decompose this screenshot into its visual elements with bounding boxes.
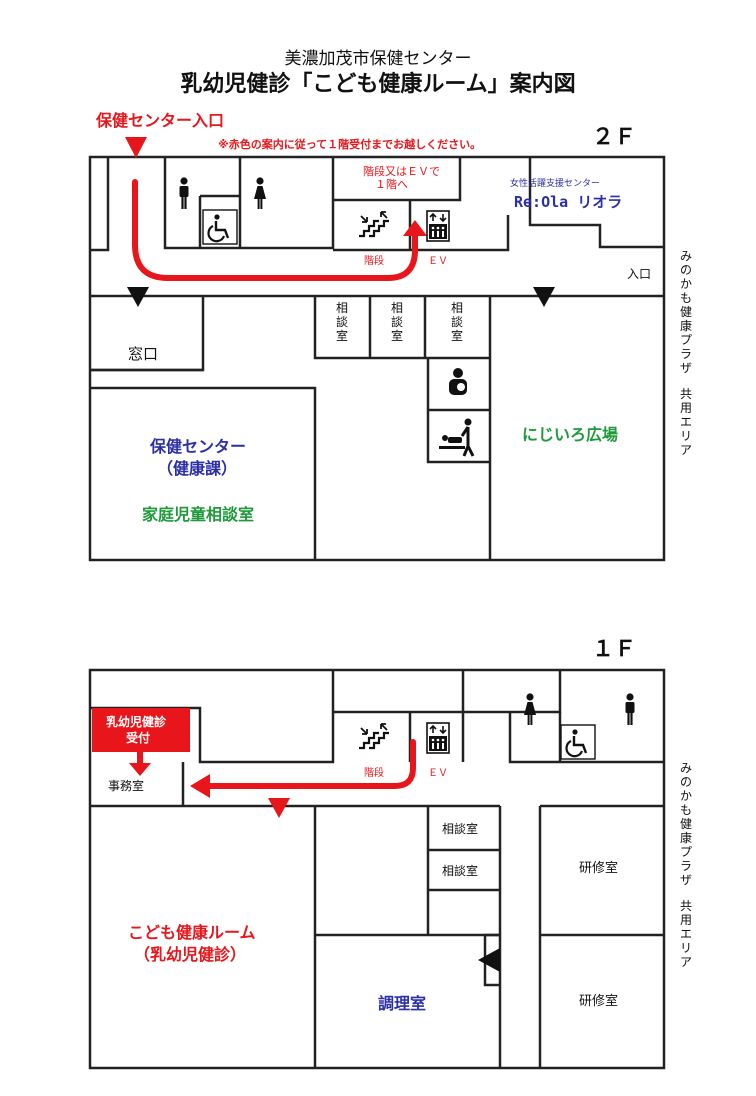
stairs-icon — [357, 210, 391, 238]
mens-toilet-icon-1f — [625, 693, 635, 725]
womens-center-label: 女性活躍支援センター — [510, 177, 600, 189]
consult-room-1f-b: 相談室 — [442, 863, 478, 878]
side-label-2f: みのかも健康プラザ共用エリア — [680, 249, 692, 457]
stairs-label-1f: 階段 — [364, 766, 384, 779]
accessible-toilet-icon — [201, 208, 239, 246]
floor-label-2f: ２Ｆ — [592, 125, 636, 150]
family-consult-label: 家庭児童相談室 — [142, 505, 254, 524]
svg-text:みのかも健康プラザ共用エリア: みのかも健康プラザ共用エリア — [680, 761, 692, 969]
svg-text:相談室: 相談室 — [336, 301, 348, 343]
side-label-1f: みのかも健康プラザ共用エリア — [680, 761, 692, 969]
svg-text:相談室: 相談室 — [391, 301, 403, 343]
consult-room-1f-a: 相談室 — [442, 821, 478, 836]
riora-label: Re:Ola リオラ — [514, 193, 622, 211]
floor-label-1f: １Ｆ — [592, 637, 636, 662]
kids-room-sub-label: （乳幼児健診） — [134, 945, 246, 964]
entrance-label: 保健センター入口 — [95, 111, 224, 130]
floor-2-plan — [88, 155, 666, 562]
window-label: 窓口 — [128, 345, 158, 363]
consult-rooms-2f: 相談室 相談室 相談室 — [336, 301, 463, 343]
elevator-icon — [426, 210, 450, 242]
training-room-a: 研修室 — [579, 860, 618, 876]
office-label: 事務室 — [108, 778, 144, 793]
elevator-icon-1f — [426, 722, 450, 754]
stairs-ev-note: 階段又はＥＶで１階へ — [363, 164, 440, 191]
reception-label: 乳幼児健診受付 — [106, 714, 167, 745]
route-2f — [125, 137, 427, 281]
health-division-label: （健康課） — [157, 459, 237, 478]
kids-room-label: こども健康ルーム — [128, 923, 256, 942]
rainbow-plaza-label: にじいろ広場 — [522, 425, 618, 444]
womens-toilet-icon — [254, 177, 266, 209]
svg-text:みのかも健康プラザ共用エリア: みのかも健康プラザ共用エリア — [680, 249, 692, 457]
mens-toilet-icon — [179, 177, 189, 209]
subtitle: 美濃加茂市保健センター — [284, 49, 472, 69]
training-room-b: 研修室 — [579, 993, 618, 1009]
route-1f — [190, 739, 416, 818]
cooking-room-label: 調理室 — [378, 994, 426, 1013]
health-center-label: 保健センター — [149, 437, 246, 456]
womens-toilet-icon-1f — [524, 693, 536, 725]
reception-box — [92, 708, 190, 776]
page-title: 乳幼児健診「こども健康ルーム」案内図 — [180, 72, 576, 97]
svg-text:相談室: 相談室 — [451, 301, 463, 343]
notice-text: ※赤色の案内に従って１階受付までお越しください。 — [218, 137, 481, 151]
ev-label-2f: ＥＶ — [428, 256, 448, 267]
nursing-room-icon — [449, 368, 467, 395]
arrow-down-2f-right — [533, 287, 555, 307]
accessible-toilet-icon-1f — [559, 723, 597, 761]
diaper-changing-icon — [439, 418, 475, 457]
entrance-text: 入口 — [627, 267, 651, 281]
ev-label-1f: ＥＶ — [428, 768, 448, 779]
arrow-left-1f — [478, 948, 500, 972]
stairs-icon-1f — [357, 722, 391, 750]
arrow-down-2f-left — [127, 287, 149, 307]
stairs-label-2f: 階段 — [364, 254, 384, 267]
